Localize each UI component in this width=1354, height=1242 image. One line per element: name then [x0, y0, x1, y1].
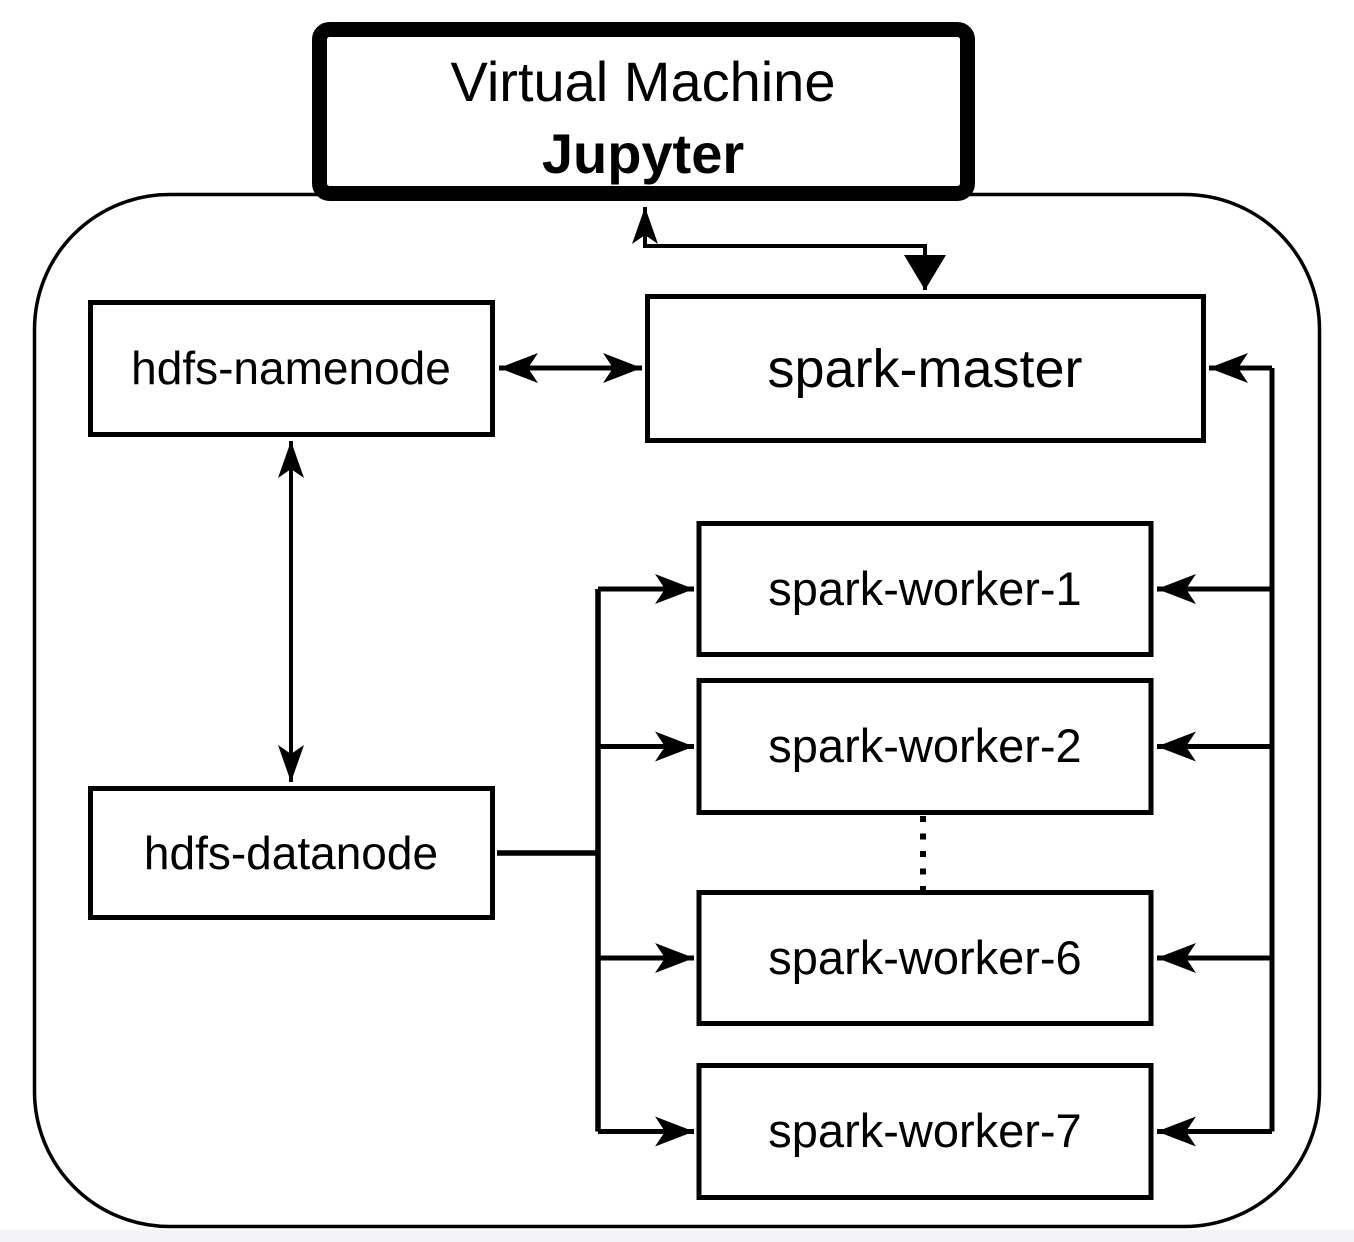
spark-master-box	[645, 294, 1206, 443]
spark-worker-6-label: spark-worker-6	[768, 931, 1081, 984]
spark-worker-1-label: spark-worker-1	[768, 562, 1081, 615]
spark-master-node: spark-master	[645, 294, 1206, 443]
spark-worker-7-node: spark-worker-7	[696, 1063, 1154, 1200]
hdfs-namenode-box	[88, 300, 495, 437]
hdfs-datanode-node: hdfs-datanode	[88, 786, 495, 920]
spark-worker-1-box	[696, 521, 1154, 657]
hdfs-namenode-label: hdfs-namenode	[131, 342, 451, 394]
virtual-machine-box	[312, 22, 975, 201]
spark-worker-1-node: spark-worker-1	[696, 521, 1154, 657]
edge-master-vm	[632, 207, 946, 290]
spark-worker-2-box	[696, 678, 1154, 815]
virtual-machine-title: Virtual Machine	[451, 50, 836, 113]
spark-worker-7-label: spark-worker-7	[768, 1104, 1081, 1157]
hdfs-namenode-node: hdfs-namenode	[88, 300, 495, 437]
hdfs-datanode-label: hdfs-datanode	[144, 827, 438, 879]
spark-worker-2-node: spark-worker-2	[696, 678, 1154, 815]
jupyter-label: Jupyter	[542, 122, 744, 185]
spark-worker-6-box	[696, 890, 1154, 1026]
spark-worker-7-box	[696, 1063, 1154, 1200]
page-edge-strip	[0, 1230, 1354, 1242]
spark-master-label: spark-master	[767, 339, 1082, 399]
spark-worker-2-label: spark-worker-2	[768, 719, 1081, 772]
hdfs-datanode-box	[88, 786, 495, 920]
virtual-machine-node: Virtual Machine Jupyter	[312, 22, 975, 201]
spark-worker-6-node: spark-worker-6	[696, 890, 1154, 1026]
